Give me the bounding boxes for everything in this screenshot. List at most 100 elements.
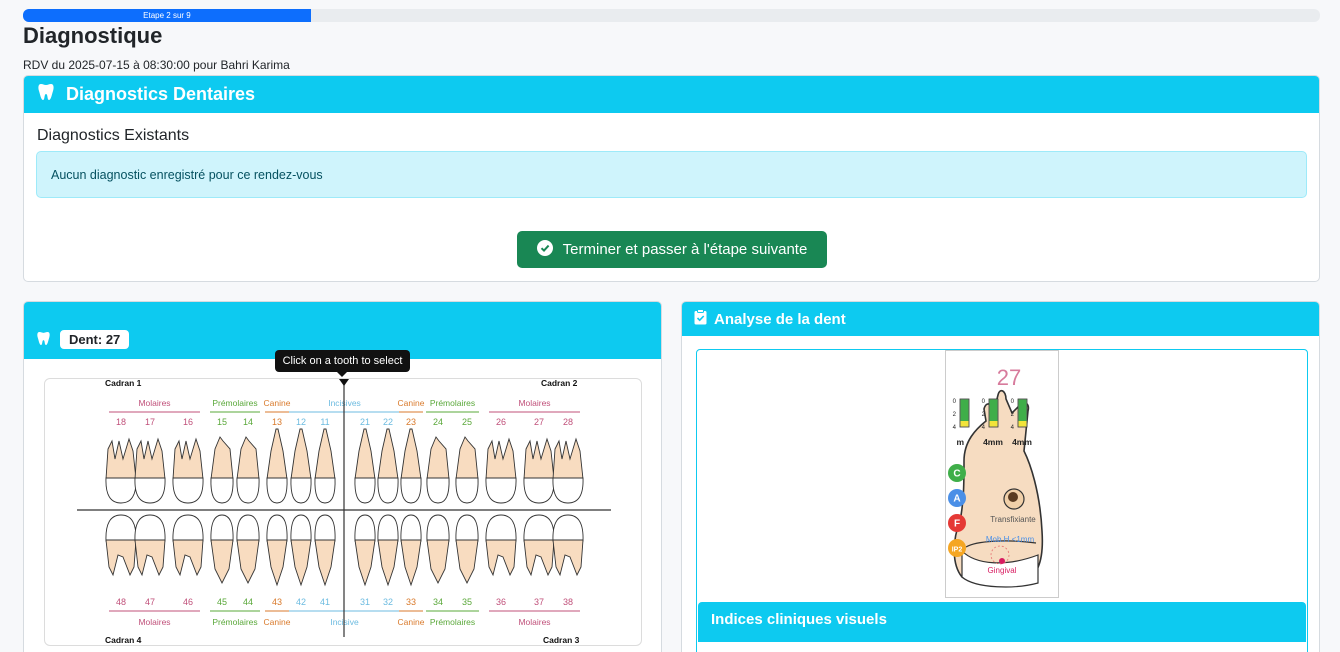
marker-letter: A [953, 494, 960, 505]
diagnostics-card-title: Diagnostics Dentaires [66, 84, 256, 104]
gauge-tick: 4 [1011, 425, 1015, 431]
tooth-root [210, 436, 234, 480]
tooth-47[interactable] [134, 514, 166, 577]
tooth-48[interactable] [105, 514, 137, 577]
tooth-13[interactable] [266, 428, 288, 504]
tooth-32[interactable] [377, 514, 399, 587]
furcation-dot [1008, 492, 1018, 502]
tooth-number-34: 34 [433, 597, 443, 607]
tooth-number-47: 47 [145, 597, 155, 607]
tooth-number-43: 43 [272, 597, 282, 607]
tooth-26[interactable] [485, 437, 517, 504]
tooth-number-17: 17 [145, 417, 155, 427]
upper-group-label: Canine [398, 398, 425, 408]
tooth-root [236, 436, 260, 480]
tooth-46[interactable] [172, 514, 204, 577]
tooth-number-44: 44 [243, 597, 253, 607]
tooth-crown [426, 477, 450, 504]
tooth-11[interactable] [314, 428, 336, 504]
tooth-crown [236, 477, 260, 504]
page-title: Diagnostique [23, 23, 163, 48]
tooth-crown [377, 514, 399, 542]
tooth-27[interactable] [523, 437, 555, 504]
gingival-dot [999, 558, 1005, 564]
tooth-root [552, 437, 584, 480]
tooth-34[interactable] [426, 514, 450, 585]
lower-group-label: Molaires [518, 617, 550, 627]
tooth-45[interactable] [210, 514, 234, 585]
upper-group-label: Molaires [138, 398, 170, 408]
lower-group-label: Prémolaires [430, 617, 475, 627]
tooth-16[interactable] [172, 437, 204, 504]
gauge-marker [989, 421, 998, 427]
tooth-17[interactable] [134, 437, 166, 504]
gauge-marker [1018, 421, 1027, 427]
tooth-number-41: 41 [320, 597, 330, 607]
tooth-number-22: 22 [383, 417, 393, 427]
tooth-root [105, 437, 137, 480]
upper-group-label: Prémolaires [212, 398, 257, 408]
tooth-42[interactable] [290, 514, 312, 587]
gauge-fill [989, 399, 998, 422]
tooth-root [105, 539, 137, 577]
tooth-35[interactable] [455, 514, 479, 585]
tooth-number-15: 15 [217, 417, 227, 427]
tooth-root [210, 539, 234, 585]
tooth-44[interactable] [236, 514, 260, 585]
tooth-38[interactable] [552, 514, 584, 577]
tooth-25[interactable] [455, 436, 479, 504]
appointment-info: RDV du 2025-07-15 à 08:30:00 pour Bahri … [23, 58, 290, 72]
tooth-number-42: 42 [296, 597, 306, 607]
tooth-number-48: 48 [116, 597, 126, 607]
tooth-root [523, 539, 555, 577]
tooth-36[interactable] [485, 514, 517, 577]
tooth-22[interactable] [377, 428, 399, 504]
tooth-root [266, 539, 288, 587]
tooth-number-25: 25 [462, 417, 472, 427]
tooth-root [314, 428, 336, 480]
quadrant-label-4: Cadran 4 [105, 635, 142, 645]
tooth-43[interactable] [266, 514, 288, 587]
gauge-fill [1018, 399, 1027, 422]
tooth-21[interactable] [354, 428, 376, 504]
gauge-tick: 2 [1011, 412, 1015, 418]
tooth-root [426, 539, 450, 585]
marker-a [948, 489, 966, 507]
odontogram-card-header: Dent: 27 [24, 302, 661, 359]
tooth-37[interactable] [523, 514, 555, 577]
tooth-root [523, 437, 555, 480]
gauge-label: 4mm [983, 437, 1003, 447]
next-step-button[interactable]: Terminer et passer à l'étape suivante [517, 231, 827, 268]
tooth-23[interactable] [400, 428, 422, 504]
tooth-15[interactable] [210, 436, 234, 504]
quadrant-label-2: Cadran 2 [541, 379, 578, 388]
tooth-14[interactable] [236, 436, 260, 504]
tooth-crown [266, 477, 288, 504]
tooth-crown [523, 514, 555, 542]
tooth-31[interactable] [354, 514, 376, 587]
tooth-number-16: 16 [183, 417, 193, 427]
clipboard-check-icon [694, 309, 714, 329]
tooth-33[interactable] [400, 514, 422, 587]
tooth-24[interactable] [426, 436, 450, 504]
tooth-28[interactable] [552, 437, 584, 504]
tooth-number-35: 35 [462, 597, 472, 607]
tooth-number-36: 36 [496, 597, 506, 607]
marker-f [948, 514, 966, 532]
mobility-label: Mob.H <1mm [986, 535, 1035, 544]
transfixiante-label: Transfixiante [990, 515, 1036, 524]
gauge-label: m [956, 437, 964, 447]
tooth-41[interactable] [314, 514, 336, 587]
tooth-root [400, 539, 422, 587]
lower-group-label: Canine [264, 617, 291, 627]
tooth-number-24: 24 [433, 417, 443, 427]
tooth-crown [134, 514, 166, 542]
tooth-crown [354, 514, 376, 542]
tooth-18[interactable] [105, 437, 137, 504]
tooth-12[interactable] [290, 428, 312, 504]
gingival-ring [990, 545, 1010, 565]
tooth-number-21: 21 [360, 417, 370, 427]
